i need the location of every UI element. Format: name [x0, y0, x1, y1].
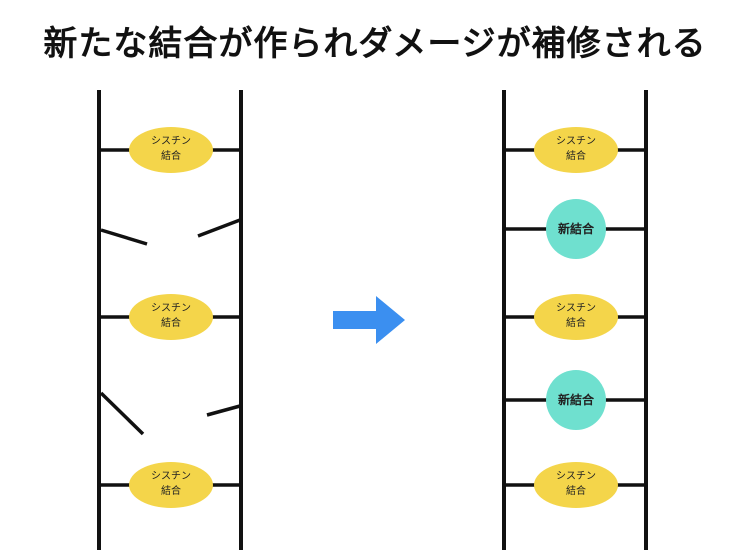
cystine-bond-rung: シスチン 結合 [504, 462, 646, 508]
cystine-bond-label: 結合 [161, 484, 181, 497]
cystine-bond-label: シスチン [151, 302, 191, 314]
diagram-title: 新たな結合が作られダメージが補修される [43, 24, 707, 64]
cystine-bond-label: シスチン [556, 302, 596, 314]
cystine-bond-label: シスチン [151, 135, 191, 147]
new-bond-label: 新結合 [558, 392, 595, 407]
cystine-bond-label: 結合 [566, 316, 586, 329]
cystine-bond-label: 結合 [161, 316, 181, 329]
cystine-bond-rung: シスチン 結合 [99, 462, 241, 508]
right-arrow-icon [333, 296, 405, 344]
cystine-bond-rung: シスチン 結合 [504, 127, 646, 173]
cystine-bond-label: シスチン [556, 135, 596, 147]
right-ladder: シスチン 結合 新結合 シスチン 結合 新結合 シスチン 結合 [502, 90, 648, 550]
cystine-bond-rung: シスチン 結合 [99, 127, 241, 173]
new-bond-rung: 新結合 [504, 370, 646, 430]
cystine-bond-label: 結合 [566, 484, 586, 497]
cystine-bond-rung: シスチン 結合 [504, 294, 646, 340]
new-bond-label: 新結合 [558, 221, 595, 236]
cystine-bond-label: シスチン [556, 470, 596, 482]
cystine-bond-label: 結合 [566, 149, 586, 162]
broken-bond-rung [100, 218, 241, 246]
cystine-bond-label: シスチン [151, 470, 191, 482]
cystine-bond-rung: シスチン 結合 [99, 294, 241, 340]
left-ladder: シスチン 結合 シスチン 結合 シスチン 結合 [97, 90, 243, 550]
cystine-bond-label: 結合 [161, 149, 181, 162]
broken-bond-rung [99, 391, 241, 436]
new-bond-rung: 新結合 [504, 199, 646, 259]
